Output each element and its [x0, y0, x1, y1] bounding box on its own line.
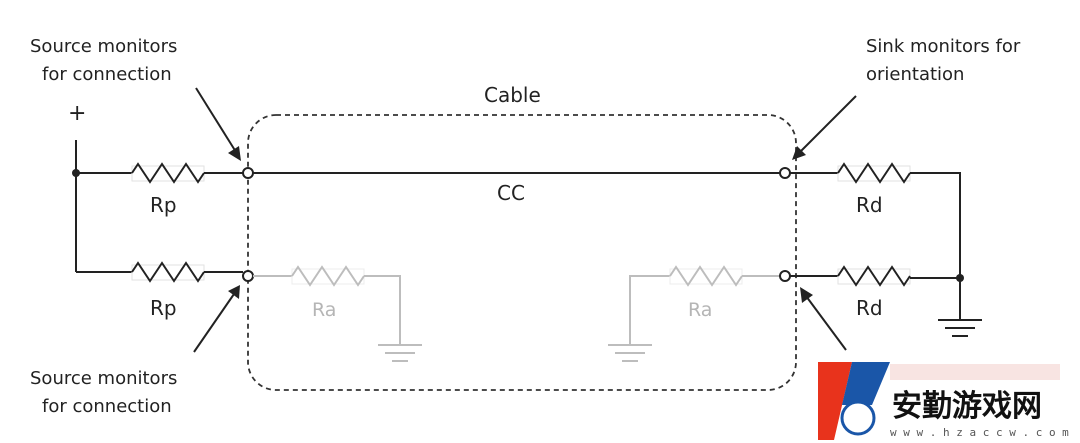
watermark-main-text: 安勤游戏网	[892, 389, 1042, 424]
arrow-sink	[792, 95, 857, 160]
ground-icon-sink	[938, 319, 982, 337]
cc-connector-right	[779, 167, 791, 179]
plus-label: +	[68, 101, 86, 126]
rd-bottom-label: Rd	[856, 296, 883, 320]
source-top-label-line1: Source monitors	[30, 36, 177, 57]
sink-label-line2: orientation	[866, 64, 964, 85]
ra-right-label: Ra	[688, 299, 712, 321]
ra-left-label: Ra	[312, 299, 336, 321]
watermark-circle	[840, 400, 876, 436]
sink-top-return-wire	[910, 172, 961, 278]
rp-bottom-label: Rp	[150, 296, 177, 320]
source-bottom-label-line2: for connection	[42, 396, 172, 417]
rp-top-resistor	[131, 162, 205, 184]
rd-bottom-resistor	[837, 265, 911, 287]
arrow-source-top	[195, 87, 241, 161]
rd-top-label: Rd	[856, 193, 883, 217]
watermark-logo: 安勤游戏网 w w w . h z a c c w . c o m	[818, 362, 1069, 440]
ra-left-resistor	[291, 265, 365, 287]
rd-top-resistor	[837, 162, 911, 184]
cc-label: CC	[497, 181, 525, 205]
watermark-red-shape	[818, 362, 852, 440]
ra-right-ground-wire	[629, 275, 670, 345]
ra-left-ground-wire	[364, 275, 401, 345]
arrow-sink-bottom	[800, 287, 847, 351]
vconn-connector-right	[779, 270, 791, 282]
sink-label-line1: Sink monitors for	[866, 36, 1021, 57]
watermark-blue-shape	[842, 362, 890, 405]
cc-connector-left	[242, 167, 254, 179]
cable-label: Cable	[484, 83, 541, 107]
watermark-url-text: w w w . h z a c c w . c o m	[890, 426, 1069, 439]
cable-boundary	[247, 114, 797, 391]
ground-icon-ra-left	[378, 344, 422, 362]
ground-icon-ra-right	[608, 344, 652, 362]
rp-bottom-resistor	[131, 261, 205, 283]
source-bottom-label-line1: Source monitors	[30, 368, 177, 389]
vconn-connector-left	[242, 270, 254, 282]
ra-right-resistor	[669, 265, 743, 287]
arrow-source-bottom	[193, 285, 240, 353]
source-top-label-line2: for connection	[42, 64, 172, 85]
rp-top-label: Rp	[150, 193, 177, 217]
